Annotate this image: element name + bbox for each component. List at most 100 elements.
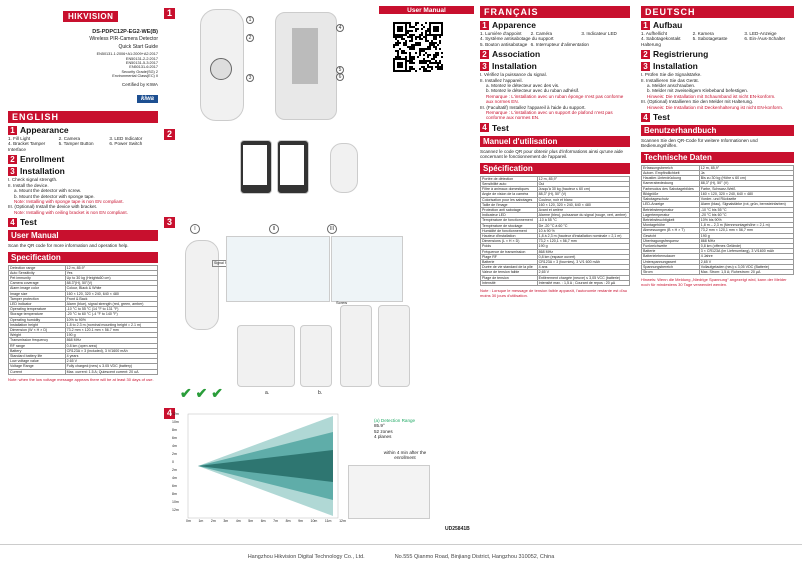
callout-1: 1: [246, 16, 254, 24]
range-axis-bottom-tick: 6m: [260, 519, 266, 523]
spec-label: Durée de vie standard de la pile: [480, 264, 538, 271]
mount-screw-detector: [237, 325, 295, 387]
standard-item: Security Grade(SG) 2: [121, 69, 158, 74]
range-axis-bottom-tick: 8m: [285, 519, 291, 523]
section-number-1: 1: [8, 125, 17, 135]
spec-value: -20 °C to 60 °C (-4 °F to 140 °F): [64, 311, 159, 318]
spec-value: Vollaufgeladen (neu) ≤ 3,05 VDC (Batteri…: [698, 263, 795, 270]
callout-2: 2: [246, 34, 254, 42]
range-axis-tick: 0: [172, 460, 174, 464]
english-column: HIKVISION DS-PDPC12P-EG2-WE(B) Wireless …: [8, 6, 159, 382]
spec-value: 160 × 120, 320 × 240, 640 × 480: [536, 201, 631, 208]
spec-value: Entièrement chargée (neuve) ≤ 3,05 VCC (…: [536, 274, 631, 281]
range-axis-tick: 6m: [172, 484, 177, 488]
spec-label: Filtre à animaux domestiques: [480, 186, 538, 193]
spec-row: Dimension (W × H × D)73.2 mm × 120.1 mm …: [8, 326, 159, 334]
range-axis-tick: 12m: [172, 508, 179, 512]
range-axis-bottom-tick: 5m: [248, 519, 254, 523]
standard-item: EN50131-6:2017: [129, 65, 158, 70]
spec-row: Abmessungen (B × H × T)73,2 mm × 120,1 m…: [641, 227, 795, 234]
brand-logo: HIKVISION: [63, 11, 119, 22]
fr-specification-heading: Spécification: [480, 162, 630, 174]
model-number: DS-PDPC12P-EG2-WE(B): [92, 29, 158, 35]
standard-item: EN50131-2-2:2017: [125, 56, 158, 61]
fr-installation-text: I. Vérifiez la puissance du signal. II. …: [480, 72, 624, 121]
screw-label: Screw: [336, 300, 348, 305]
spec-value: Max. Strom: 1,5 A; Ruhestrom: 20 µA: [698, 268, 795, 276]
spec-label: Current: [8, 368, 66, 375]
panel-label-ii: II: [269, 224, 279, 234]
spec-value: Alarme (bleu), puissance du signal (roug…: [536, 212, 631, 219]
sub-label-b: b.: [318, 390, 323, 396]
range-axis-bottom-tick: 10m: [310, 519, 318, 523]
qr-code[interactable]: [393, 22, 443, 72]
spec-value: Alarm (blau), Signalstärke (rot, grün, b…: [698, 201, 795, 208]
range-axis-tick: 2m: [172, 452, 177, 456]
french-lang-header: FRANÇAIS: [480, 6, 630, 18]
standard-item: EN50131-1:2006+A1:2009+A2:2017: [96, 52, 158, 57]
ceiling-bracket-detector: [378, 305, 410, 387]
range-axis-tick: 4m: [172, 444, 177, 448]
fr-user-manual-text: Scannez le code QR pour obtenir plus d'i…: [480, 148, 623, 160]
footer: Hangzhou Hikvision Digital Technology Co…: [0, 544, 802, 568]
detector-enroll-illustration: [330, 143, 358, 193]
figure-2-number: 2: [164, 129, 175, 140]
spec-value: 1,8 m – 2,3 m (Nennmontagehöhe = 2,1 m): [698, 222, 795, 229]
range-axis-bottom-tick: 0m: [186, 519, 191, 523]
callout-4: 4: [336, 24, 344, 32]
footer-address: No.555 Qianmo Road, Binjiang District, H…: [394, 553, 555, 560]
german-lang-header: DEUTSCH: [641, 6, 794, 18]
range-axis-bottom-tick: 3m: [223, 519, 229, 523]
check-row: ✔ ✔ ✔: [180, 385, 223, 401]
de-specification-heading: Technische Daten: [641, 151, 794, 163]
detection-range-chart: [187, 413, 339, 519]
callout-3: 3: [246, 74, 254, 82]
user-manual-label: User Manual: [379, 6, 474, 14]
installation-text: I. Check signal strength. II. Install th…: [8, 177, 128, 215]
phone-screen: [243, 145, 267, 185]
range-axis-tick: 12m: [172, 412, 179, 416]
range-legend: (a) Detection Range 85.9° 52 zones 4 pla…: [374, 418, 416, 440]
panel-label-i: I: [190, 224, 200, 234]
de-user-manual-heading: Benutzerhandbuch: [641, 125, 794, 137]
fr-spec-note: Note : Lorsque le message de tension fai…: [480, 287, 627, 298]
spec-label: Strom: [641, 268, 700, 276]
walk-test-diagram: [348, 465, 430, 519]
spec-row: Operating temperature-10 °C to 55 °C (14…: [8, 306, 159, 313]
doc-code: UD25841B: [445, 526, 470, 532]
figure-3-number: 3: [164, 217, 175, 228]
standard-item: Environmental Class(EC) II: [112, 74, 158, 79]
spec-value: 73,2 mm × 120,1 mm × 56,7 mm: [698, 227, 795, 234]
spec-value: Fully charged:(new) ≤ 3.05 VDC (battery): [64, 363, 159, 370]
spec-note: Note: when the low voltage message appea…: [8, 376, 154, 382]
range-axis-bottom-tick: 2m: [210, 519, 216, 523]
kiwa-logo: kiwa: [136, 95, 158, 104]
spec-value: 160 × 120, 320 × 240, 640 × 480: [64, 290, 159, 297]
de-user-manual-text: Scannen Sie den QR-Code für weitere Info…: [641, 138, 758, 149]
room-install-diagram: [226, 236, 330, 302]
figure-4-number: 4: [164, 408, 175, 419]
standard-item: EN50131-5-3:2017: [125, 61, 158, 66]
product-name: Wireless PIR-Camera Detector: [89, 36, 158, 43]
phone-screen-2: [280, 145, 304, 185]
camera-lens-icon: [210, 58, 232, 80]
